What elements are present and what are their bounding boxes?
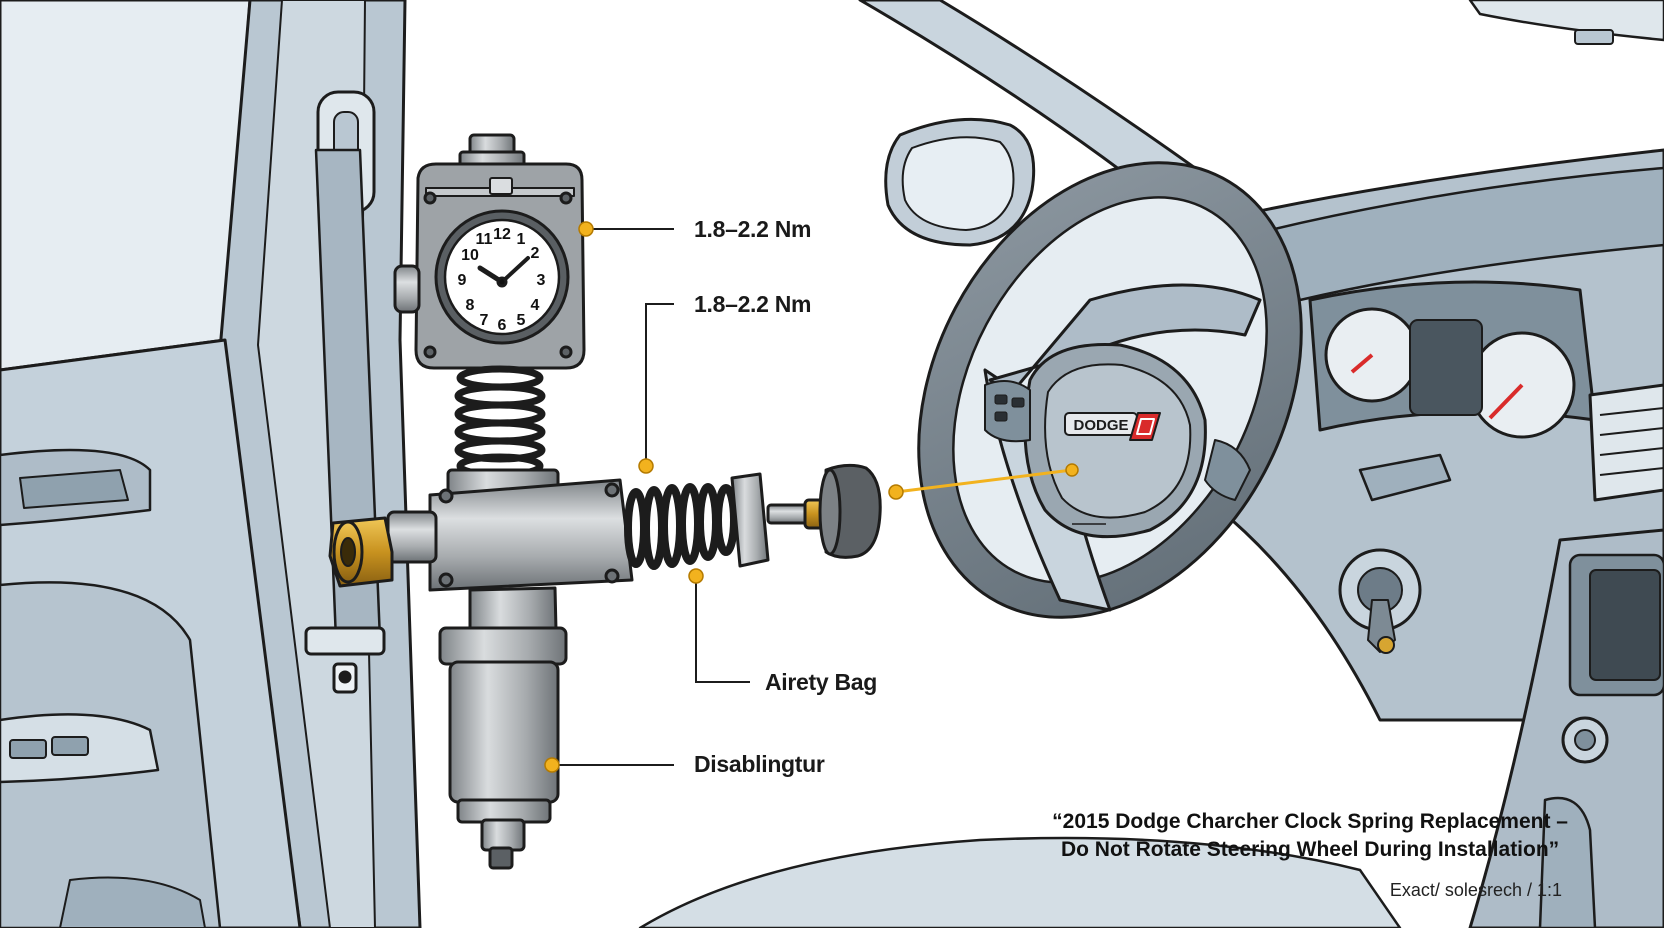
brass-nut [328,516,394,588]
door-frame [0,0,252,372]
svg-text:10: 10 [461,247,479,264]
svg-text:7: 7 [480,312,489,329]
dot-end [888,484,904,500]
svg-text:8: 8 [466,297,475,314]
caption-line-2: Do Not Rotate Steering Wheel During Inst… [1060,838,1560,861]
callout-label-1: 1.8–2.2 Nm [694,216,812,242]
callout-label-4: Disablingtur [694,751,825,777]
callout-label-3: Airety Bag [765,669,878,695]
dot-wheel [1065,463,1079,477]
caption-line-1: “2015 Dodge Charcher Clock Spring Replac… [1052,810,1568,833]
svg-text:2: 2 [531,245,540,262]
svg-text:1: 1 [517,231,526,248]
callout-leaders [552,228,1073,766]
scale-note: Exact/ solesrech / 1:1 [1389,880,1562,900]
svg-text:6: 6 [498,317,507,334]
leader-wheel [895,468,1073,494]
right-vent [1588,383,1664,502]
vertical-spring [454,365,546,479]
callout-label-2: 1.8–2.2 Nm [694,291,812,317]
diagram-caption: “2015 Dodge Charcher Clock Spring Replac… [1052,808,1568,864]
dot-c3 [688,568,704,584]
svg-text:5: 5 [517,312,526,329]
lower-cylinder [438,626,568,666]
leader-c2 [645,303,674,464]
svg-text:12: 12 [493,226,511,243]
svg-text:4: 4 [531,297,540,314]
dot-c1 [578,221,594,237]
horizontal-spring [624,483,738,570]
callout-dots [544,221,1079,773]
dodge-logo-text: DODGE [1073,417,1128,434]
dot-c4 [544,757,560,773]
leader-c3 [695,580,750,683]
dodge-logo: DODGE [1064,412,1161,441]
steering-wheel: DODGE [917,161,1303,619]
svg-text:11: 11 [476,231,493,248]
svg-text:3: 3 [537,272,546,289]
svg-text:9: 9 [458,272,467,289]
main-body [428,478,634,592]
dot-c2 [638,458,654,474]
